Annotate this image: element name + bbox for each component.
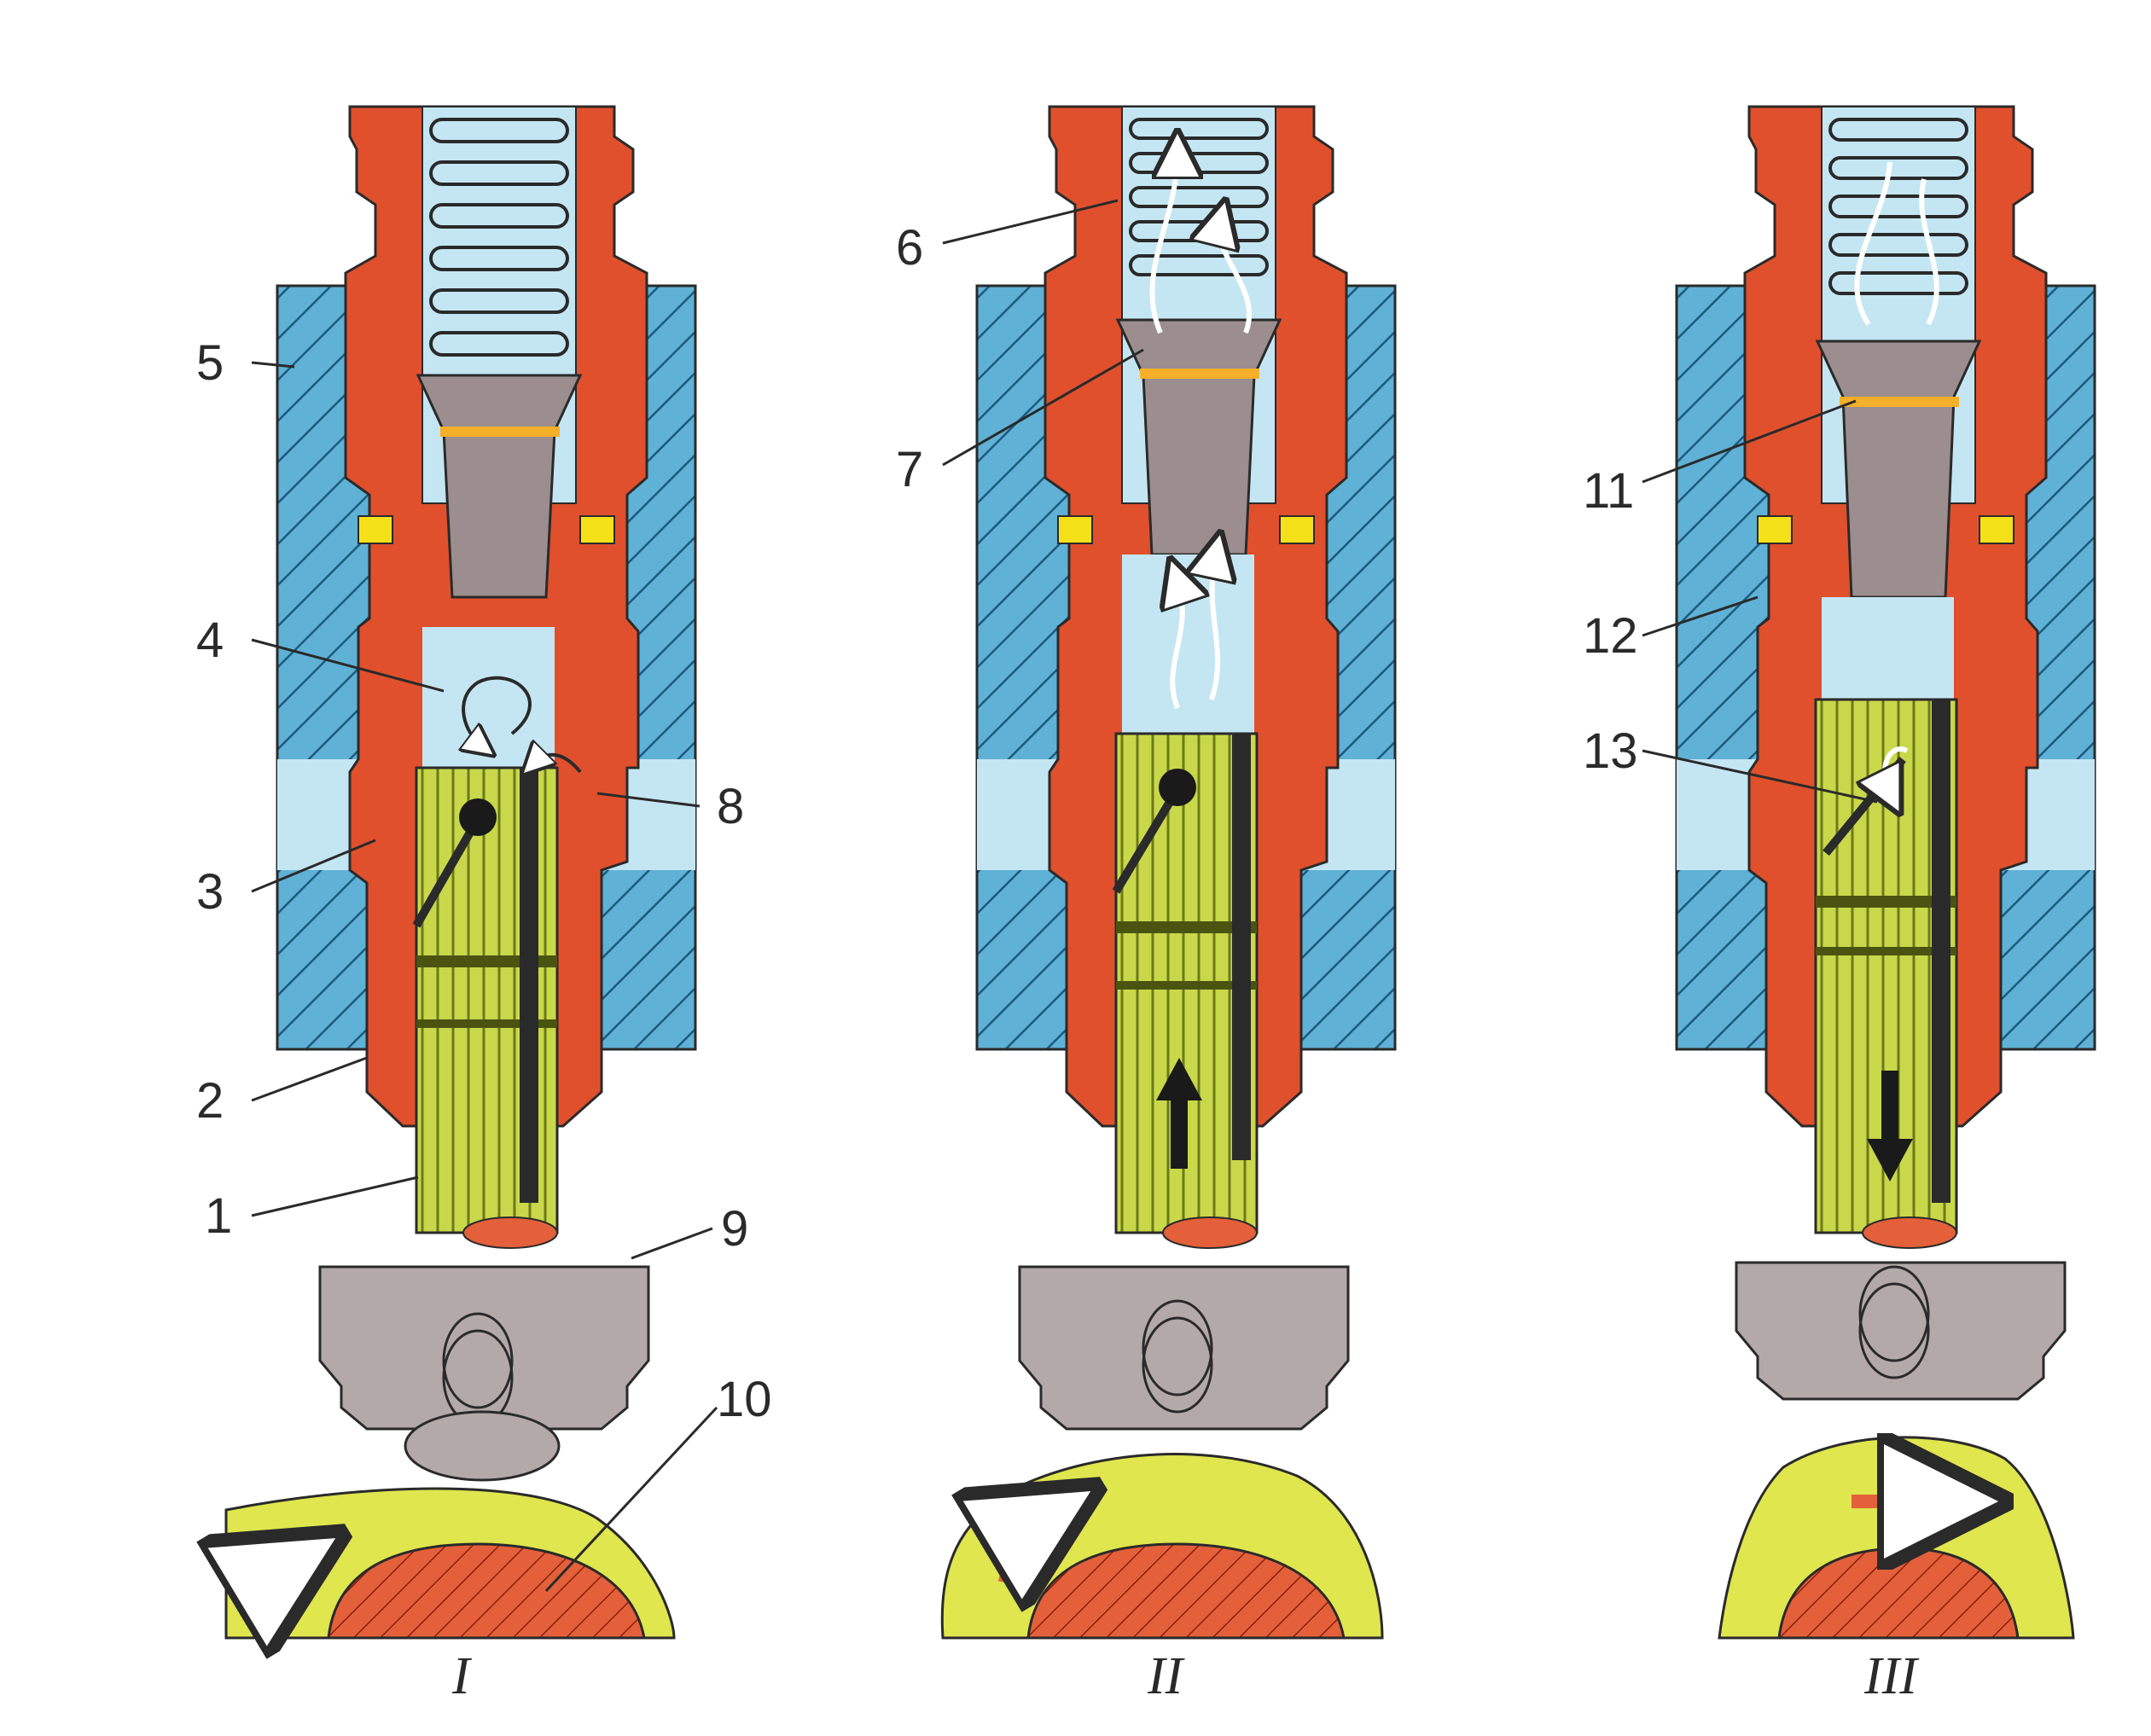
callout-labels: 1 2 3 4 5 6 7 8 9 10 11 12 13: [196, 220, 1638, 1427]
seal-left: [358, 515, 393, 544]
callout-1: 1: [205, 1188, 232, 1244]
plunger-helix: [412, 816, 482, 928]
plunger-end: [1862, 1216, 1957, 1249]
callout-3: 3: [196, 864, 224, 920]
plunger-end: [1162, 1216, 1258, 1249]
delivery-valve-spring: [429, 118, 569, 357]
tappet-roller: [404, 1410, 561, 1482]
panel-cutoff: [1675, 105, 2096, 1640]
valve-ring: [1840, 397, 1959, 407]
leader-lines: [251, 199, 1878, 1593]
seal-right: [1979, 515, 2014, 544]
callout-8: 8: [717, 779, 744, 834]
callout-4: 4: [196, 613, 224, 668]
roller-tappet: [318, 1265, 650, 1431]
callout-7: 7: [896, 442, 923, 497]
callout-6: 6: [896, 220, 923, 276]
panel-label-3: III: [1863, 1647, 1920, 1705]
callout-5: 5: [196, 335, 224, 391]
pressure-chamber: [422, 627, 555, 768]
plunger-end: [462, 1216, 558, 1249]
seal-right: [1279, 515, 1315, 544]
pressure-chamber: [1122, 554, 1254, 734]
seal-left: [1057, 515, 1093, 544]
roller-tappet: [1735, 1261, 2067, 1401]
panel-labels: I II III: [451, 1647, 1920, 1705]
callout-13: 13: [1583, 723, 1638, 779]
plunger-down-arrow: [1867, 1071, 1913, 1182]
callout-9: 9: [721, 1201, 748, 1257]
delivery-valve-spring: [1828, 118, 1968, 295]
callout-2: 2: [196, 1073, 224, 1129]
seal-left: [1757, 515, 1793, 544]
plunger-up-arrow: [1156, 1058, 1202, 1169]
panel-label-1: I: [451, 1647, 473, 1705]
roller-tappet: [1018, 1265, 1350, 1431]
seal-right: [579, 515, 615, 544]
plunger-helix: [1112, 787, 1182, 894]
callout-10: 10: [717, 1372, 772, 1427]
callout-11: 11: [1583, 463, 1634, 519]
panel-delivery: [940, 105, 1397, 1640]
pressure-chamber: [1822, 597, 1954, 700]
callout-12: 12: [1583, 608, 1638, 664]
valve-ring: [1140, 369, 1259, 379]
panel-label-2: II: [1147, 1647, 1186, 1705]
valve-ring: [440, 427, 560, 437]
